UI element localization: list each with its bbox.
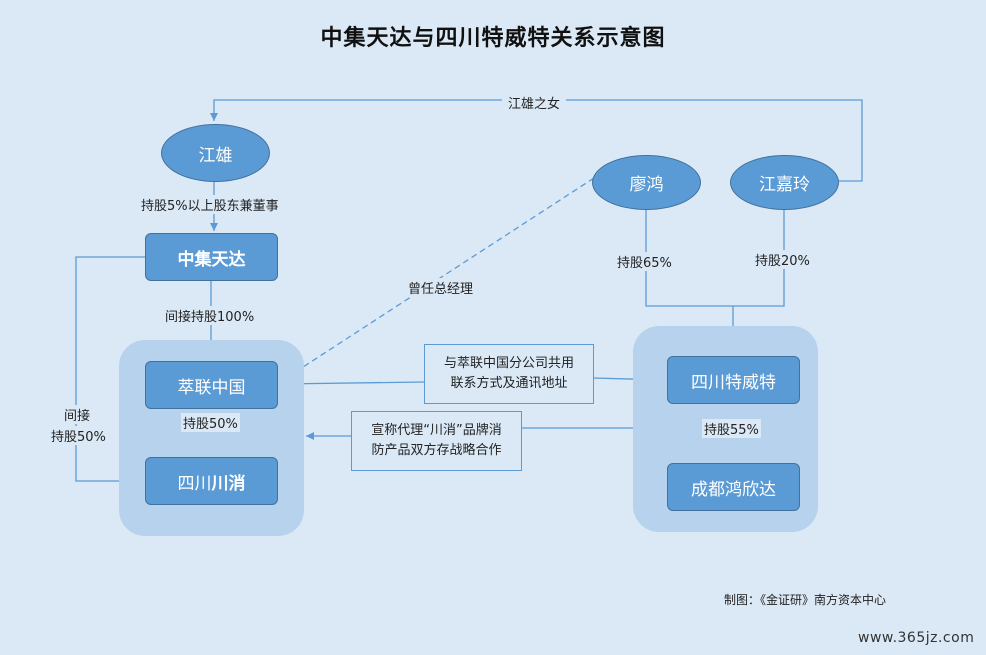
edge-liaohong-teweite [645, 206, 733, 307]
node-sichuan-chuanxiao-bold: 川消 [211, 473, 246, 494]
label-daughter: 江雄之女 [502, 93, 567, 112]
label-holding-20: 持股20% [753, 250, 812, 269]
note-claimed-agency: 宣称代理“川消”品牌消 防产品双方存战略合作 [351, 411, 522, 471]
edge-daughter-line [210, 99, 863, 182]
edge-note1-to-cuilian [279, 379, 425, 388]
note-claimed-agency-line1: 宣称代理“川消”品牌消 [371, 423, 502, 438]
note-claimed-agency-line2: 防产品双方存战略合作 [371, 443, 502, 458]
watermark-text: www.365jz.com [858, 630, 975, 646]
note-shared-contact: 与萃联中国分公司共用 联系方式及通讯地址 [424, 344, 594, 404]
diagram-title: 中集天达与四川特威特关系示意图 [320, 26, 666, 51]
label-indirect-100: 间接持股100% [163, 306, 257, 325]
label-indirect-50-line1: 间接 [62, 405, 93, 424]
node-sichuan-teweite: 四川特威特 [667, 356, 800, 404]
label-holding-5pct: 持股5%以上股东兼董事 [139, 195, 281, 214]
edge-jiangjialing-teweite [733, 206, 785, 307]
label-holding-50: 持股50% [181, 413, 240, 432]
label-indirect-50-line2: 持股50% [49, 426, 108, 445]
label-former-gm: 曾任总经理 [406, 278, 476, 297]
node-cuilian-china: 萃联中国 [145, 361, 278, 409]
node-sichuan-chuanxiao-prefix: 四川 [177, 473, 212, 494]
node-liaohong: 廖鸿 [592, 155, 701, 210]
node-jiangxiong: 江雄 [161, 124, 270, 182]
node-jiangjialing: 江嘉玲 [730, 155, 839, 210]
label-holding-55: 持股55% [702, 419, 761, 438]
label-holding-65: 持股65% [615, 252, 674, 271]
node-chengdu-hongxinda: 成都鸿欣达 [667, 463, 800, 511]
node-cimc-tianda: 中集天达 [145, 233, 278, 281]
note-shared-contact-line2: 联系方式及通讯地址 [450, 376, 568, 391]
node-sichuan-chuanxiao: 四川川消 [145, 457, 278, 505]
edge-cimc-chuanxiao [75, 256, 145, 485]
edge-former-gm [279, 177, 595, 383]
credit-text: 制图：《金证研》南方资本中心 [724, 593, 887, 607]
note-shared-contact-line1: 与萃联中国分公司共用 [443, 356, 574, 371]
